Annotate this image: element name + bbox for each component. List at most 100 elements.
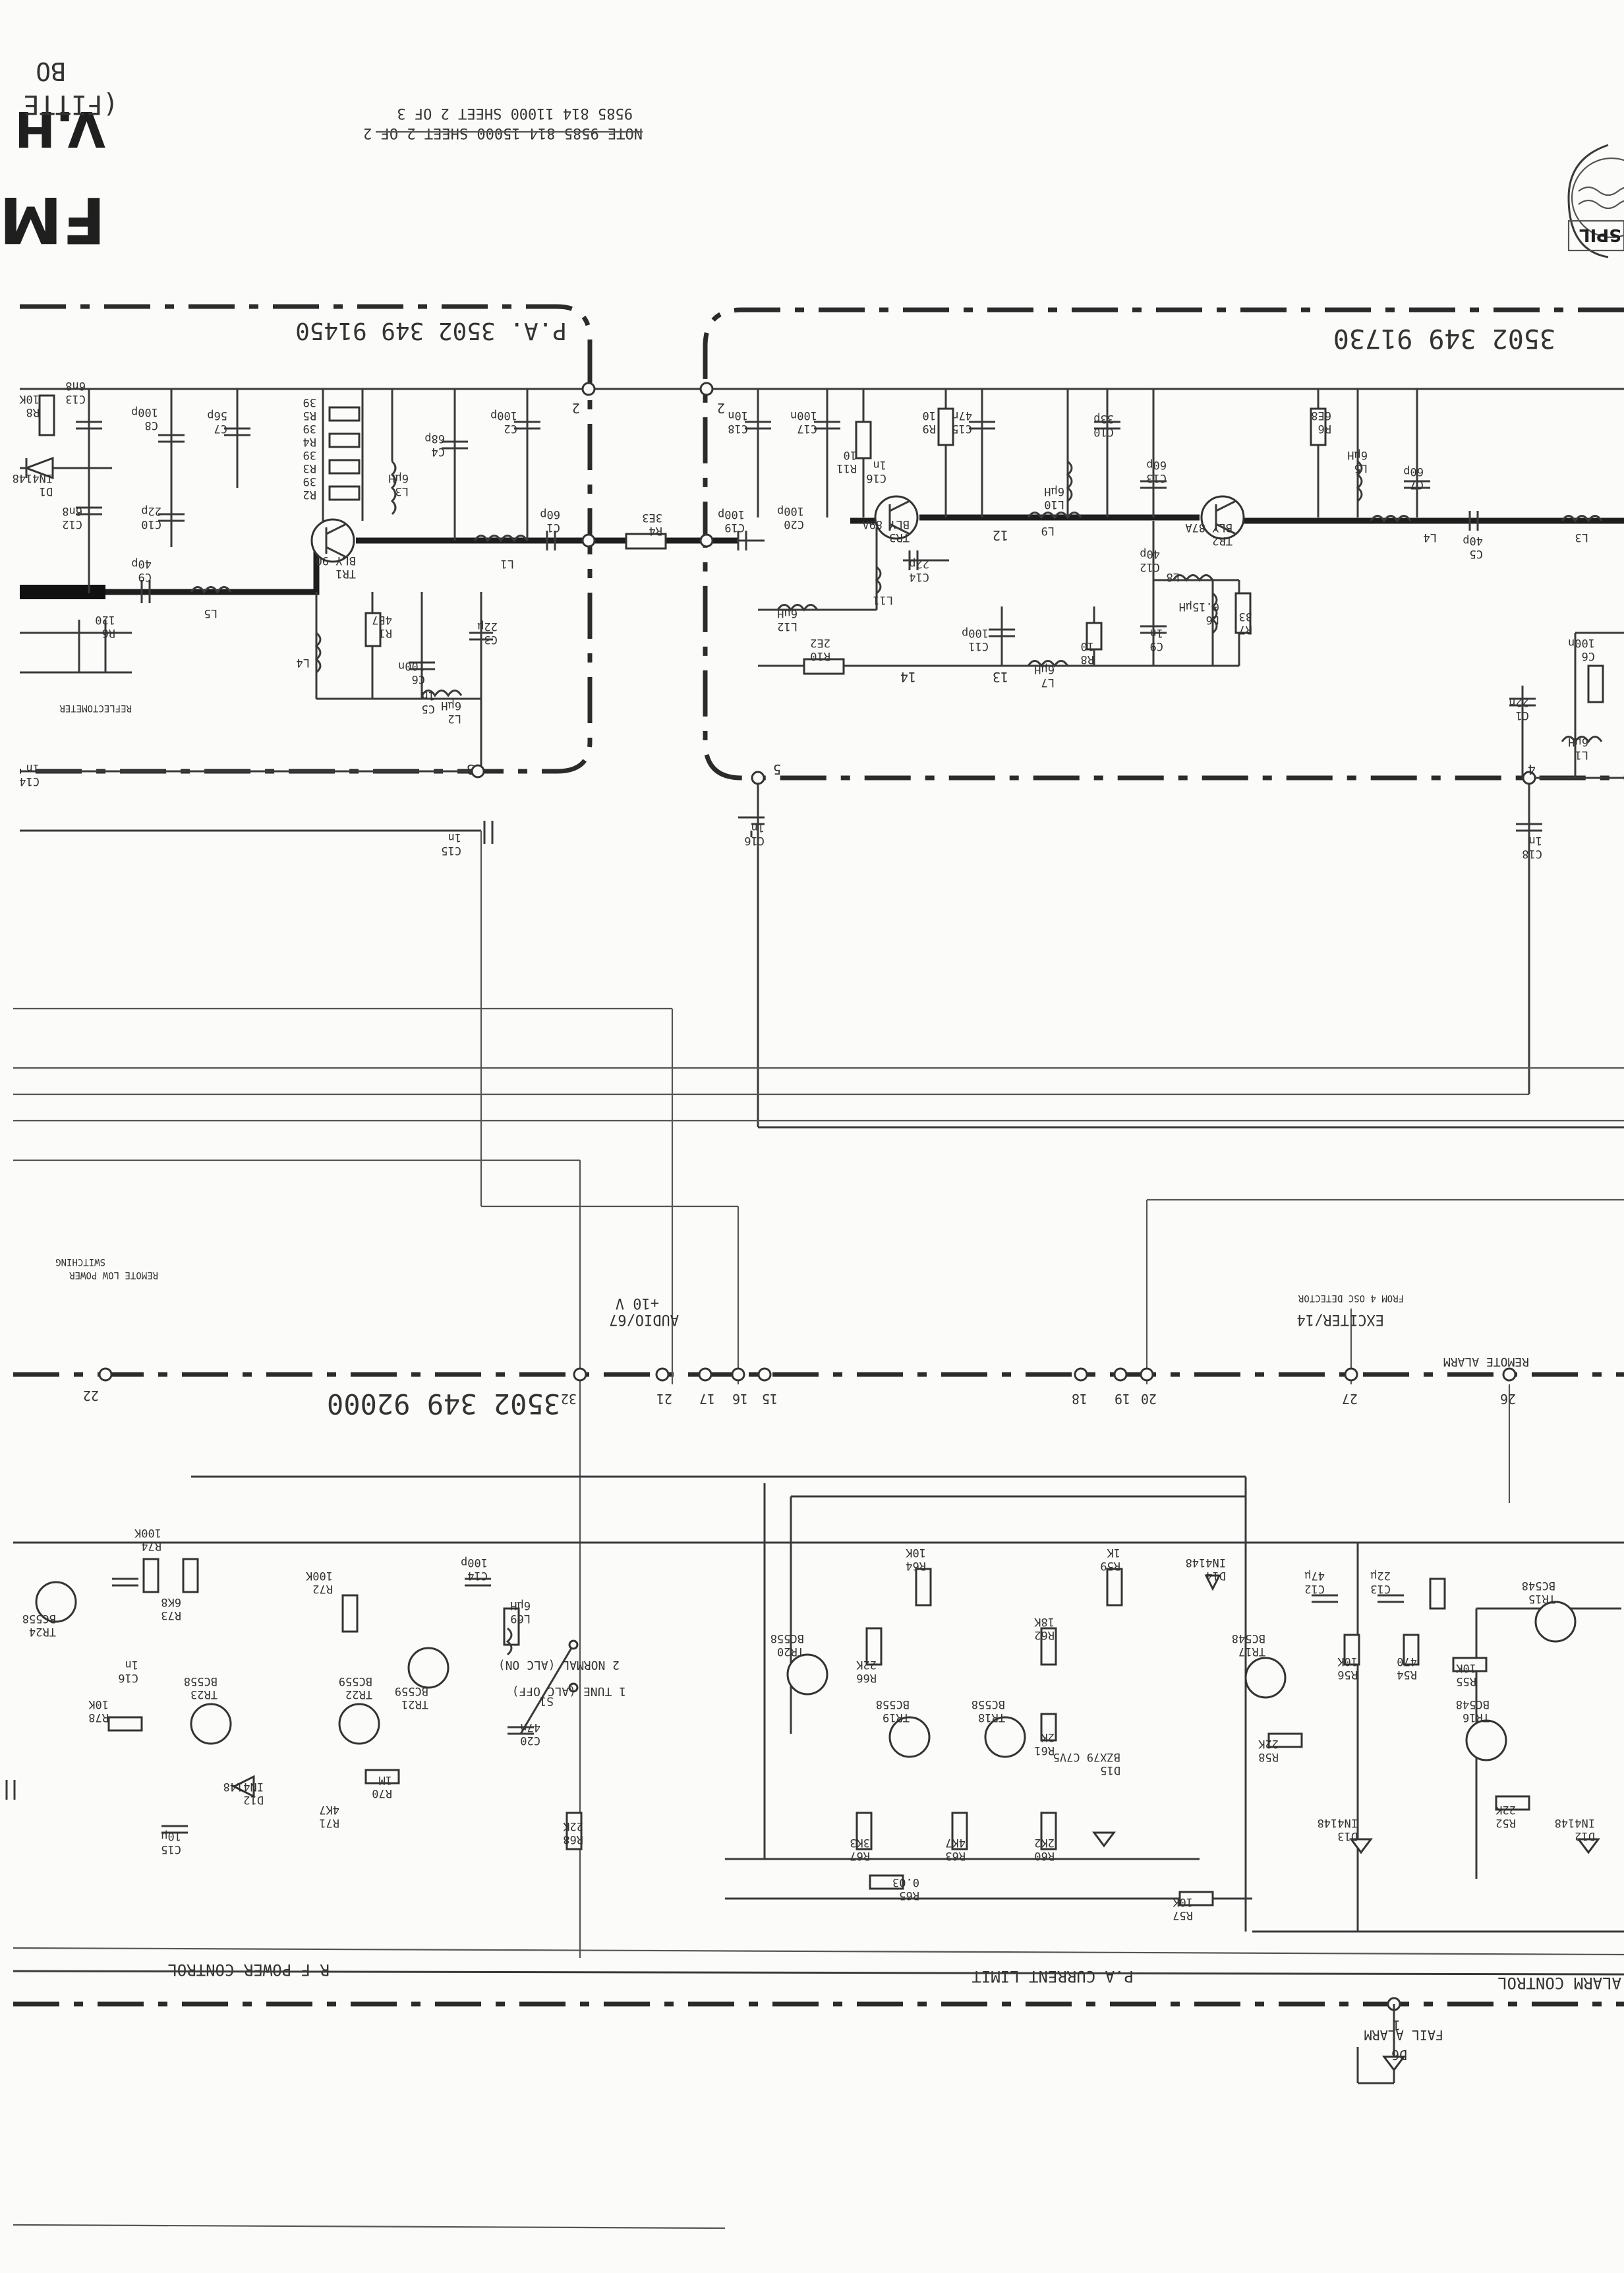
component-ref: L5: [204, 606, 218, 620]
component-value: 47n: [520, 1721, 540, 1734]
board-control-outline: 3502 349 92000: [13, 1372, 1624, 2007]
component-value: 4E7: [372, 613, 392, 626]
component-value: 2K: [1041, 1730, 1055, 1744]
component-ref: TR16: [1463, 1711, 1490, 1724]
component-value: 56p: [207, 409, 227, 422]
component-ref: L10: [1044, 498, 1064, 511]
component-ref: L2: [448, 712, 461, 725]
component-ref: C10: [1093, 425, 1114, 438]
component-ref: R9: [923, 422, 936, 435]
pin-number: 21: [656, 1391, 672, 1407]
component-value: 100n: [398, 659, 425, 672]
component-ref: C3: [484, 633, 498, 646]
component-ref: C5: [1470, 547, 1483, 560]
component-ref: C15: [441, 844, 461, 857]
component-value: 100p: [131, 405, 158, 419]
component-value: 39: [303, 396, 316, 409]
component-value: 39: [303, 422, 316, 435]
component-value: 3E3: [642, 511, 662, 524]
component-value: 18K: [1034, 1615, 1055, 1628]
component-ref: C13: [65, 392, 86, 405]
pin-numbers: 2 2 3 5 4 12 13 14 15 16 17 18 19 20 21 …: [83, 400, 1536, 2033]
component-ref: TR20: [777, 1645, 804, 1658]
component-ref: R4: [649, 524, 662, 537]
component-value: 39: [303, 475, 316, 488]
component-ref: L1: [1575, 748, 1588, 761]
component-ref: C10: [141, 517, 161, 531]
component-ref: C17: [797, 422, 817, 435]
component-value: 100p: [962, 626, 989, 639]
component-ref: TR17: [1238, 1645, 1265, 1658]
component-value: 2E2: [810, 636, 830, 649]
component-value: 60p: [1403, 465, 1424, 478]
bus-labels: R F POWER CONTROL P.A CURRENT LIMIT ALAR…: [13, 1947, 1624, 2229]
component-value: 0.03: [892, 1875, 919, 1889]
component-value: 100n: [1568, 636, 1595, 649]
component-ref: D1: [40, 485, 53, 498]
component-ref: C16: [866, 471, 886, 485]
component-ref: L69: [510, 1612, 531, 1625]
component-value: 6µH: [1347, 448, 1368, 461]
connector-pins: [98, 382, 1536, 2011]
component-value: 1M: [379, 1773, 392, 1786]
component-ref: C11: [968, 639, 989, 653]
component-value: BLY 89A: [862, 517, 910, 531]
pin-number: 15: [762, 1391, 778, 1407]
component-ref: TR22: [345, 1688, 372, 1701]
component-value: IN4148: [223, 1780, 264, 1793]
component-ref: R59: [1100, 1559, 1120, 1572]
component-ref: L4: [297, 656, 310, 669]
control-circuit: [5, 1475, 1624, 2084]
component-ref: C7: [1410, 478, 1424, 491]
component-ref: D14: [1205, 1569, 1226, 1582]
component-value: IN4148: [1318, 1816, 1358, 1829]
component-ref: L11: [873, 593, 893, 606]
component-ref: C13: [1370, 1582, 1391, 1595]
tr19-transistor: [888, 1716, 931, 1758]
component-ref: L3: [1575, 531, 1588, 544]
audio-voltage: +10 V: [616, 1295, 659, 1311]
component-value: BC548: [1522, 1579, 1555, 1592]
component-ref: R4: [303, 435, 316, 448]
component-ref: D12: [1575, 1829, 1595, 1843]
pin-number: 2: [717, 400, 725, 416]
component-value: 1n: [125, 1658, 138, 1671]
bus-pa-current: P.A CURRENT LIMIT: [972, 1967, 1134, 1986]
component-ref: C6: [1582, 649, 1595, 663]
component-value: 1n: [751, 821, 765, 834]
board-exciter-label: 3502 349 91730: [1333, 323, 1555, 353]
component-value: 1n: [422, 689, 435, 702]
component-value: 1n: [26, 761, 40, 775]
pin-number: 3: [467, 761, 475, 777]
component-ref: R1: [379, 626, 392, 639]
switch-label: S1: [539, 1694, 554, 1708]
component-value: 100p: [718, 508, 745, 521]
d6-label: D6: [1391, 2047, 1407, 2063]
component-value: 40p: [1463, 534, 1483, 547]
tr18-transistor: [984, 1716, 1026, 1758]
component-ref: C5: [422, 702, 435, 715]
component-value: BZX79 C7V5: [1053, 1750, 1120, 1763]
component-value: 6µH: [1568, 735, 1588, 748]
component-value: BC548: [1232, 1632, 1265, 1645]
component-ref: R68: [563, 1833, 583, 1846]
component-value: BC548: [1456, 1697, 1490, 1711]
title-paren: (FITTE: [24, 89, 119, 119]
pin-number: 19: [1115, 1391, 1130, 1407]
component-value: BC558: [22, 1612, 56, 1625]
pin-number: 14: [900, 669, 916, 685]
pin-number: 12: [993, 527, 1008, 543]
component-value: 10K: [19, 392, 40, 405]
pin-number: 4: [1528, 761, 1536, 777]
board-exciter-outline: 3502 349 91730: [703, 307, 1624, 781]
tr1-transistor: [310, 518, 355, 563]
component-value: 2K2: [1034, 1836, 1055, 1849]
component-value: 47µ: [1304, 1569, 1325, 1582]
component-ref: C4: [432, 445, 445, 458]
component-ref: C20: [784, 517, 804, 531]
component-ref: R63: [945, 1849, 966, 1862]
pin-number: 16: [732, 1391, 748, 1407]
board-pa-label: P.A. 3502 349 91450: [295, 317, 567, 344]
